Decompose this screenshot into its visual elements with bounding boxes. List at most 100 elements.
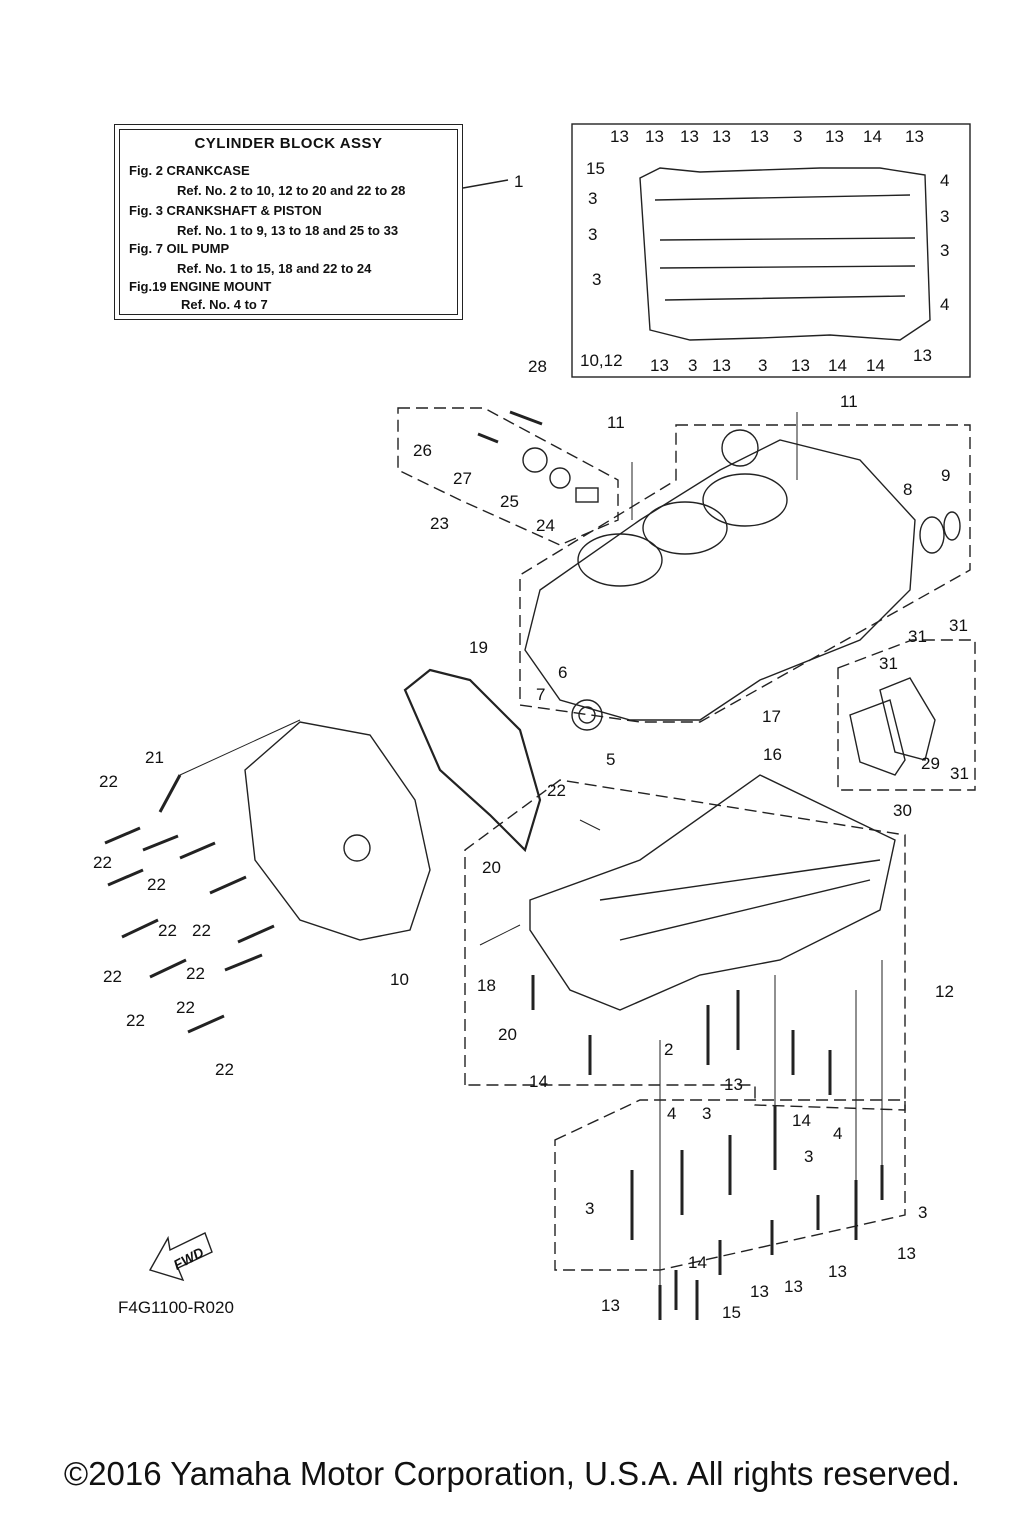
bushing-8 <box>919 516 945 554</box>
lower-crankcase-outline <box>529 774 896 1011</box>
main-callout-45: 3 <box>702 1104 711 1123</box>
main-callout-54: 13 <box>601 1296 620 1315</box>
inset-callout-8: 13 <box>905 127 924 146</box>
main-callout-9: 9 <box>941 466 950 485</box>
inset-callout-13: 4 <box>940 171 949 190</box>
main-callout-30: 22 <box>126 1011 145 1030</box>
cylinder-block-outline <box>524 439 916 721</box>
main-callout-19: 16 <box>763 745 782 764</box>
pump-25-housing <box>522 447 548 473</box>
inset-callout-11: 3 <box>588 225 597 244</box>
main-callout-10: 19 <box>469 638 488 657</box>
inset-callout-16: 4 <box>940 295 949 314</box>
legend-title: CYLINDER BLOCK ASSY <box>194 135 383 152</box>
inset-frame <box>571 123 971 378</box>
legend-inner-frame <box>119 129 458 315</box>
main-callout-1: 11 <box>607 413 625 432</box>
inset-callout-21: 3 <box>758 356 767 375</box>
cover-group-frame <box>837 639 976 791</box>
main-callout-0: 28 <box>528 357 547 376</box>
main-callout-47: 3 <box>585 1199 594 1218</box>
legend-fig3: Fig. 3 CRANKSHAFT & PISTON <box>129 203 322 218</box>
cover-seal <box>343 834 371 862</box>
inset-callout-5: 3 <box>793 127 802 146</box>
main-callout-32: 22 <box>215 1060 234 1079</box>
main-callout-27: 22 <box>192 921 211 940</box>
inset-callout-24: 14 <box>866 356 885 375</box>
cylinder-bore-3 <box>702 473 788 527</box>
main-callout-8: 8 <box>903 480 912 499</box>
main-callout-40: 14 <box>529 1072 548 1091</box>
main-callout-28: 22 <box>103 967 122 986</box>
inset-callout-10: 3 <box>588 189 597 208</box>
main-callout-41: 13 <box>724 1075 743 1094</box>
bolt-group-frame <box>554 1099 906 1271</box>
main-callout-13: 5 <box>606 750 615 769</box>
inset-callout-19: 3 <box>688 356 697 375</box>
main-callout-43: 4 <box>833 1124 842 1143</box>
main-callout-37: 20 <box>498 1025 517 1044</box>
oil-seal-5 <box>571 699 603 731</box>
legend-fig2: Fig. 2 CRANKCASE <box>129 163 250 178</box>
main-callout-34: 20 <box>482 858 501 877</box>
gasket-30 <box>849 699 906 776</box>
main-callout-4: 27 <box>453 469 472 488</box>
legend-fig7: Fig. 7 OIL PUMP <box>129 241 230 256</box>
main-callout-53: 13 <box>828 1262 847 1281</box>
main-callout-11: 6 <box>558 663 567 682</box>
inset-callout-15: 3 <box>940 241 949 260</box>
main-callout-33: 22 <box>547 781 566 800</box>
main-callout-35: 10 <box>390 970 409 989</box>
main-callout-44: 4 <box>667 1104 676 1123</box>
inset-callout-22: 13 <box>791 356 810 375</box>
cylinder-bore-2 <box>642 501 728 555</box>
inset-callout-17: 10,12 <box>580 351 623 370</box>
upper-case-frame <box>519 424 971 723</box>
bolts-22 <box>104 774 275 1034</box>
main-callouts: 2811112627252423891967531313131171630292… <box>93 357 969 1322</box>
assembly-leaders <box>179 412 883 1285</box>
main-callout-52: 13 <box>784 1277 803 1296</box>
main-callout-26: 22 <box>158 921 177 940</box>
drawing-code: F4G1100-R020 <box>118 1298 234 1317</box>
main-callout-50: 14 <box>688 1253 707 1272</box>
main-callout-18: 17 <box>762 707 781 726</box>
legend-ref-fig2: Ref. No. 2 to 10, 12 to 20 and 22 to 28 <box>177 183 406 198</box>
main-callout-55: 15 <box>722 1303 741 1322</box>
ring-9 <box>943 511 961 541</box>
main-callout-2: 11 <box>840 392 858 411</box>
main-callout-20: 30 <box>893 801 912 820</box>
oil-seal-5-inner <box>578 706 596 724</box>
bolt-28 <box>509 410 543 426</box>
main-callout-42: 14 <box>792 1111 811 1130</box>
crankcase-cover-18 <box>244 721 431 941</box>
cover-29 <box>879 677 936 761</box>
inset-callout-23: 14 <box>828 356 847 375</box>
inset-callout-14: 3 <box>940 207 949 226</box>
legend-box: CYLINDER BLOCK ASSY Fig. 2 CRANKCASE Ref… <box>114 124 463 320</box>
main-callout-16: 31 <box>879 654 898 673</box>
main-callout-24: 22 <box>93 853 112 872</box>
gasket-19 <box>403 668 542 853</box>
inset-callout-7: 14 <box>863 127 882 146</box>
main-callout-25: 22 <box>147 875 166 894</box>
main-callout-3: 26 <box>413 441 432 460</box>
main-callout-5: 25 <box>500 492 519 511</box>
inset-crankcase-outline <box>639 167 931 341</box>
inset-callout-25: 13 <box>913 346 932 365</box>
legend-ref-fig3: Ref. No. 1 to 9, 13 to 18 and 25 to 33 <box>177 223 399 238</box>
inset-callout-6: 13 <box>825 127 844 146</box>
main-callout-31: 22 <box>176 998 195 1017</box>
legend-ref-fig7: Ref. No. 1 to 15, 18 and 22 to 24 <box>177 261 372 276</box>
main-callout-51: 13 <box>750 1282 769 1301</box>
main-callout-23: 22 <box>99 772 118 791</box>
lower-case-webs <box>599 859 881 941</box>
legend-ref-fig19: Ref. No. 4 to 7 <box>181 297 268 312</box>
main-callout-48: 3 <box>918 1203 927 1222</box>
main-callout-38: 12 <box>935 982 954 1001</box>
fwd-arrow <box>148 1232 213 1282</box>
main-callout-29: 22 <box>186 964 205 983</box>
bolts-bottom <box>531 975 884 1320</box>
inset-callout-9: 15 <box>586 159 605 178</box>
